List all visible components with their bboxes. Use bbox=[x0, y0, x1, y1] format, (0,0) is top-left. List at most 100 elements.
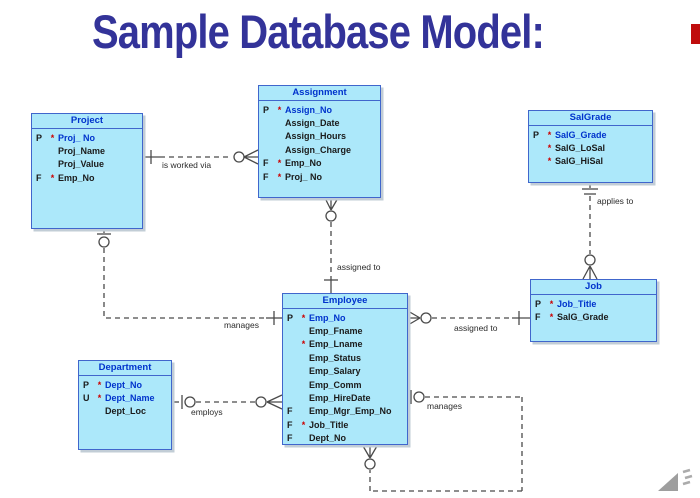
required-marker: * bbox=[547, 156, 552, 167]
field-name: Job_Title bbox=[557, 298, 597, 309]
field-name: Proj_Name bbox=[58, 146, 106, 157]
field-row: P*Emp_No bbox=[283, 311, 407, 324]
key-marker: P bbox=[533, 129, 540, 140]
field-row: *SalG_LoSal bbox=[529, 141, 652, 154]
field-name: Assign_Date bbox=[285, 118, 340, 129]
field-name: Assign_Hours bbox=[285, 131, 347, 142]
entity-title: Job bbox=[531, 280, 656, 295]
field-row: F*Emp_No bbox=[259, 157, 380, 170]
required-marker: * bbox=[50, 132, 55, 143]
field-name: Proj_Value bbox=[58, 159, 105, 170]
key-marker: P bbox=[535, 298, 542, 309]
field-row: Emp_Comm bbox=[283, 378, 407, 391]
field-name: Dept_Name bbox=[105, 393, 155, 404]
field-row: Assign_Charge bbox=[259, 143, 380, 156]
field-name: Proj_ No bbox=[58, 132, 96, 143]
field-row: Proj_Value bbox=[32, 158, 142, 171]
field-name: Emp_Salary bbox=[309, 366, 361, 377]
field-name: Assign_No bbox=[285, 104, 333, 115]
field-name: Emp_No bbox=[58, 172, 95, 183]
field-row: P*SalG_Grade bbox=[529, 128, 652, 141]
relationship-label-is-worked-via: is worked via bbox=[162, 160, 212, 170]
relationship-label-assigned-to-job: assigned to bbox=[454, 323, 498, 333]
field-row: P *Proj_ No bbox=[32, 131, 142, 144]
required-marker: * bbox=[277, 158, 282, 169]
field-name: Emp_No bbox=[309, 312, 346, 323]
required-marker: * bbox=[50, 172, 55, 183]
key-marker: U bbox=[83, 393, 90, 404]
field-name: Emp_Status bbox=[309, 352, 362, 363]
relationship-label-employs: employs bbox=[191, 407, 223, 417]
field-name: Dept_No bbox=[105, 379, 143, 390]
key-marker: F bbox=[263, 171, 269, 182]
field-row: Emp_Salary bbox=[283, 365, 407, 378]
red-marker bbox=[691, 24, 700, 44]
field-row: F *SalG_Grade bbox=[531, 310, 656, 323]
entity-title: SalGrade bbox=[529, 111, 652, 126]
field-name: Emp_Lname bbox=[309, 339, 363, 350]
field-row: P *Dept_No bbox=[79, 378, 171, 391]
field-row: Emp_Fname bbox=[283, 324, 407, 337]
field-row: Emp_HireDate bbox=[283, 391, 407, 404]
field-name: Assign_Charge bbox=[285, 144, 352, 155]
required-marker: * bbox=[547, 129, 552, 140]
key-marker: P bbox=[83, 379, 90, 390]
required-marker: * bbox=[301, 419, 306, 430]
key-marker: F bbox=[287, 406, 293, 417]
rel-salgrade-job-connector bbox=[582, 183, 598, 280]
field-row: F *Job_Title bbox=[283, 418, 407, 431]
speaker-icon[interactable] bbox=[656, 466, 696, 496]
required-marker: * bbox=[549, 312, 554, 323]
field-name: Dept_No bbox=[309, 433, 347, 444]
field-name: Job_Title bbox=[309, 419, 349, 430]
field-name: SalG_HiSal bbox=[555, 156, 604, 167]
entity-fields: P*SalG_Grade*SalG_LoSal*SalG_HiSal bbox=[529, 126, 652, 168]
field-row: *SalG_HiSal bbox=[529, 155, 652, 168]
field-name: SalG_Grade bbox=[557, 312, 609, 323]
field-row: U*Dept_Name bbox=[79, 391, 171, 404]
rel-project-employee-connector bbox=[97, 229, 282, 325]
field-row: Assign_Hours bbox=[259, 130, 380, 143]
key-marker: F bbox=[36, 172, 42, 183]
field-row: *Emp_Lname bbox=[283, 338, 407, 351]
key-marker: P bbox=[287, 312, 294, 323]
key-marker: P bbox=[36, 132, 43, 143]
key-marker: P bbox=[263, 104, 270, 115]
required-marker: * bbox=[549, 298, 554, 309]
entity-title: Department bbox=[79, 361, 171, 376]
required-marker: * bbox=[301, 339, 306, 350]
required-marker: * bbox=[97, 379, 102, 390]
required-marker: * bbox=[277, 104, 282, 115]
key-marker: F bbox=[287, 419, 293, 430]
relationship-label-assigned-to-assignment: assigned to bbox=[337, 262, 381, 272]
field-name: Emp_Comm bbox=[309, 379, 362, 390]
entity-salgrade: SalGrade P*SalG_Grade*SalG_LoSal*SalG_Hi… bbox=[528, 110, 653, 183]
field-name: Emp_Fname bbox=[309, 326, 363, 337]
field-row: F Dept_No bbox=[283, 432, 407, 445]
field-row: Emp_Status bbox=[283, 351, 407, 364]
field-row: F *Emp_No bbox=[32, 171, 142, 184]
field-row: F Emp_Mgr_Emp_No bbox=[283, 405, 407, 418]
field-name: SalG_LoSal bbox=[555, 143, 606, 154]
relationship-label-manages-self: manages bbox=[427, 401, 462, 411]
field-row: Assign_Date bbox=[259, 116, 380, 129]
field-row: P *Job_Title bbox=[531, 297, 656, 310]
field-name: Emp_Mgr_Emp_No bbox=[309, 406, 392, 417]
entity-title: Project bbox=[32, 114, 142, 129]
field-row: P *Assign_No bbox=[259, 103, 380, 116]
relationship-label-manages-project: manages bbox=[224, 320, 259, 330]
field-name: Emp_HireDate bbox=[309, 393, 371, 404]
key-marker: F bbox=[287, 433, 293, 444]
key-marker: F bbox=[535, 312, 541, 323]
field-row: Dept_Loc bbox=[79, 405, 171, 418]
